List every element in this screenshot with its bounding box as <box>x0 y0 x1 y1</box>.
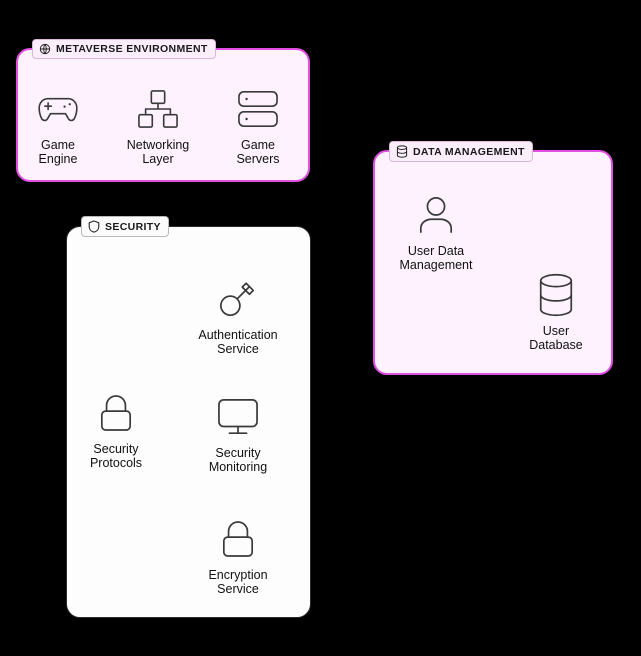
database-icon <box>396 145 408 158</box>
node-label: Networking Layer <box>126 138 190 166</box>
node-label: Authentication Service <box>198 328 278 356</box>
lock-icon <box>99 390 133 436</box>
node-game-engine[interactable]: Game Engine <box>3 86 113 166</box>
node-game-servers[interactable]: Game Servers <box>203 86 313 166</box>
network-icon <box>137 86 179 132</box>
monitor-icon <box>216 394 260 440</box>
group-label-metaverse-environment: METAVERSE ENVIRONMENT <box>32 39 216 59</box>
group-label-data-management: DATA MANAGEMENT <box>389 141 533 162</box>
node-label: Encryption Service <box>208 568 268 596</box>
node-label: Game Engine <box>38 138 78 166</box>
database-icon <box>535 272 577 318</box>
node-label: User Data Management <box>399 244 473 272</box>
node-label: Game Servers <box>236 138 280 166</box>
node-encryption-service[interactable]: Encryption Service <box>183 516 293 596</box>
node-label: Security Protocols <box>89 442 143 470</box>
node-networking-layer[interactable]: Networking Layer <box>103 86 213 166</box>
key-icon <box>217 276 259 322</box>
group-metaverse-environment[interactable]: METAVERSE ENVIRONMENT <box>16 39 310 182</box>
group-title-text: METAVERSE ENVIRONMENT <box>56 43 208 55</box>
node-label: Security Monitoring <box>208 446 268 474</box>
user-icon <box>416 192 456 238</box>
group-label-security: SECURITY <box>81 216 169 237</box>
servers-icon <box>237 86 279 132</box>
group-security[interactable]: SECURITY <box>66 216 311 618</box>
group-title-text: DATA MANAGEMENT <box>413 145 525 158</box>
node-user-data-management[interactable]: User Data Management <box>381 192 491 272</box>
node-security-protocols[interactable]: Security Protocols <box>61 390 171 470</box>
globe-icon <box>39 43 51 55</box>
node-label: User Database <box>529 324 583 352</box>
group-data-management[interactable]: DATA MANAGEMENT <box>373 141 613 375</box>
gamepad-icon <box>36 86 80 132</box>
node-authentication-service[interactable]: Authentication Service <box>183 276 293 356</box>
lock-icon <box>221 516 255 562</box>
shield-icon <box>88 220 100 233</box>
node-security-monitoring[interactable]: Security Monitoring <box>183 394 293 474</box>
node-user-database[interactable]: User Database <box>501 272 611 352</box>
group-title-text: SECURITY <box>105 220 161 233</box>
